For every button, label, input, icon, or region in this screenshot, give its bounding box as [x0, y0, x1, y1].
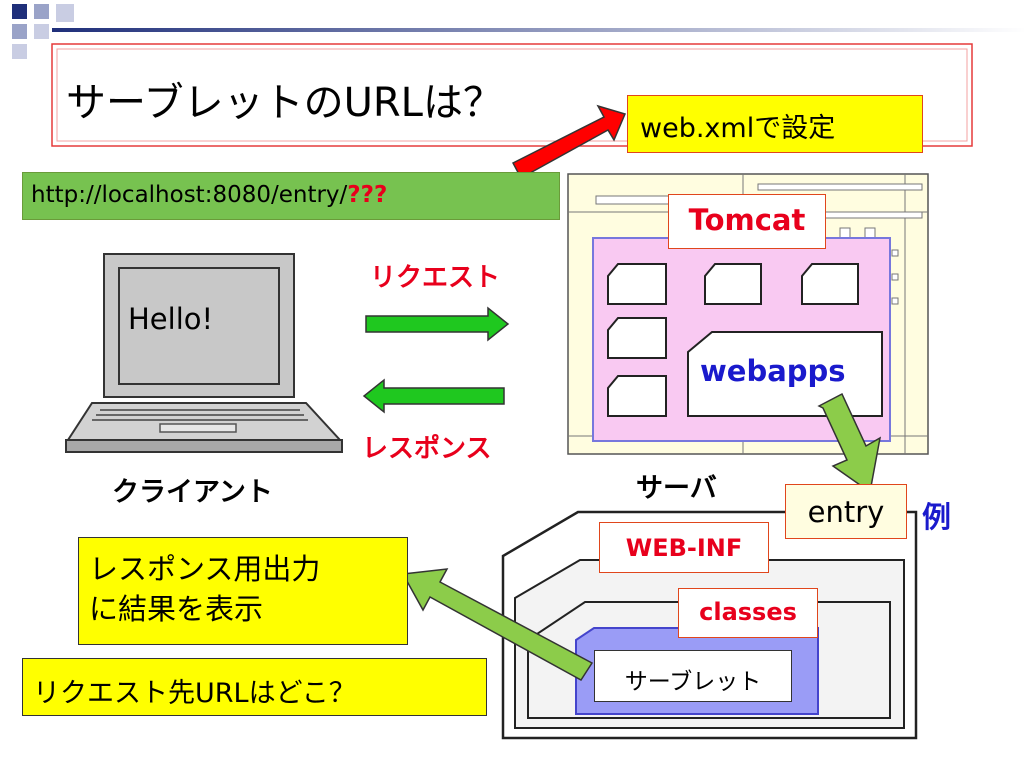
url-box: http://localhost:8080/entry/???	[22, 172, 560, 220]
response-label: レスポンス	[362, 434, 492, 464]
page-title: サーブレットのURLは？	[66, 80, 503, 126]
example-label: 例	[922, 500, 952, 534]
response-output-note: レスポンス用出力 に結果を表示	[78, 537, 408, 645]
request-arrow	[365, 306, 510, 342]
url-to-webxml-arrow	[511, 104, 627, 180]
question-box: リクエスト先URLはどこ？	[22, 658, 487, 716]
client-label: クライアント	[112, 477, 273, 508]
classes-label: classes	[678, 588, 818, 638]
webapps-label: webapps	[700, 354, 846, 388]
entry-label: entry	[785, 484, 907, 539]
folder-icon	[607, 375, 667, 417]
slide-decoration	[12, 4, 1024, 59]
screen-text: Hello!	[128, 302, 214, 336]
laptop-icon	[65, 253, 343, 453]
request-label: リクエスト	[370, 263, 501, 293]
webxml-callout: web.xmlで設定	[627, 95, 923, 153]
url-unknown-part: ???	[347, 182, 388, 208]
response-note-line2: に結果を表示	[89, 592, 264, 626]
servlet-to-output-arrow	[401, 568, 594, 681]
server-label: サーバ	[636, 473, 717, 504]
webinf-label: WEB-INF	[599, 522, 769, 573]
response-arrow	[362, 378, 505, 414]
response-note-line1: レスポンス用出力	[89, 552, 321, 586]
servlet-label: サーブレット	[594, 650, 792, 702]
folder-icons	[607, 263, 859, 417]
folder-icon	[704, 263, 762, 305]
folder-icon	[607, 263, 667, 305]
url-text: http://localhost:8080/entry/	[31, 182, 348, 208]
folder-icon	[607, 317, 667, 359]
webapps-folder-icon	[687, 331, 883, 417]
folder-icon	[801, 263, 859, 305]
tomcat-label: Tomcat	[668, 194, 826, 249]
